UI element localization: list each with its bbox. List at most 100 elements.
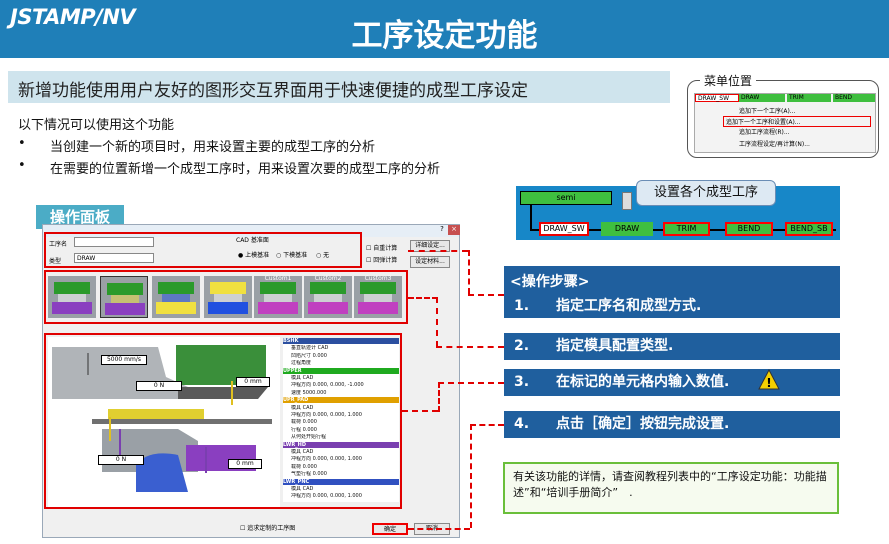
type-label: 类型	[49, 258, 62, 265]
die-cross-section: 5000 mm/s 0 N 0 mm 0 N 0 mm	[48, 337, 280, 507]
connector-line	[468, 250, 470, 294]
stage-draw-sw[interactable]: DRAW_SW	[539, 222, 589, 236]
cad-label: CAD 基准面	[236, 237, 269, 244]
step-1: 1.指定工序名和成型方式.	[514, 298, 702, 314]
process-name-input[interactable]	[74, 237, 154, 247]
intro-lead: 以下情况可以使用这个功能	[18, 118, 175, 133]
bullet-2: 在需要的位置新增一个成型工序时，用来设置次要的成型工序的分析	[50, 162, 441, 177]
param-row[interactable]: 从何处开始行程	[291, 434, 327, 441]
param-row[interactable]: 载荷 0.000	[291, 419, 317, 426]
menu-item[interactable]: 追加工序流程(R)...	[739, 129, 790, 136]
header-banner: JSTAMP/NV 工序设定功能	[0, 0, 889, 58]
menu-strip-cell: BEND	[833, 94, 875, 102]
connector-line	[402, 410, 438, 412]
stage-bend-sb[interactable]: BEND_SB	[785, 222, 833, 236]
process-icon	[622, 192, 632, 210]
param-row[interactable]: 过程角度	[291, 360, 312, 367]
radio-lower[interactable]: ○ 下模基准	[276, 252, 308, 259]
lower-force-input[interactable]: 0 N	[98, 455, 144, 465]
frame-values	[44, 333, 402, 509]
param-group-header: UPR_PAD	[283, 397, 399, 404]
param-row[interactable]: 垂直轨迹计 CAD	[291, 345, 329, 352]
speed-input[interactable]: 5000 mm/s	[101, 355, 147, 365]
upper-gap-input[interactable]: 0 mm	[236, 377, 270, 387]
lower-punch-shape	[136, 453, 188, 492]
param-row[interactable]: 速度 5000.000	[291, 389, 327, 396]
dialog-titlebar	[43, 225, 459, 237]
bullet-marker: •	[18, 158, 26, 173]
info-note: 有关该功能的详情，请查阅教程列表中的“工序设定功能：功能描述”和“培训手册简介”…	[503, 462, 839, 514]
step-2: 2.指定模具配置类型.	[504, 333, 840, 360]
step-3: 3.在标记的单元格内输入数值.	[504, 369, 840, 396]
ok-button[interactable]: 确定	[372, 523, 408, 535]
connector-line	[436, 297, 438, 347]
stage-bend[interactable]: BEND	[725, 222, 773, 236]
connector-line	[470, 424, 504, 426]
param-row[interactable]: 冲程方向 0.000, 0.000, -1.000	[291, 382, 364, 389]
die-type-option[interactable]	[48, 276, 96, 318]
process-name-label: 工序名	[49, 241, 68, 248]
menu-screenshot: DRAW_SW DRAW TRIM BEND 追加下一个工序(A)... 追加下…	[694, 93, 876, 153]
subtitle-text: 新增功能使用用户友好的图形交互界面用于快速便捷的成型工序设定	[18, 81, 528, 101]
param-row[interactable]: 行程 0.000	[291, 426, 317, 433]
param-group-header: UPPER	[283, 367, 399, 374]
bullet-1: 当创建一个新的项目时，用来设置主要的成型工序的分析	[50, 140, 376, 155]
param-group-header: LWR_HD	[283, 441, 399, 448]
custom-diagram-checkbox[interactable]: ☐ 追求定制的工序图	[240, 525, 296, 532]
menu-item[interactable]: 工序流程设定/再计算(N)...	[739, 141, 810, 148]
param-row[interactable]: 模具 CAD	[291, 404, 314, 411]
param-row[interactable]: 模具 CAD	[291, 375, 314, 381]
connector-line	[438, 382, 440, 412]
checkbox-gravity[interactable]: ☐ 自重计算	[366, 245, 398, 252]
connector-line	[436, 346, 504, 348]
page-title: 工序设定功能	[351, 18, 538, 54]
param-row[interactable]: 凹陷尺寸 0.000	[291, 352, 327, 359]
die-type-option-selected[interactable]	[100, 276, 148, 318]
param-row[interactable]: 冲程方向 0.000, 0.000, 1.000	[291, 493, 362, 500]
param-row[interactable]: 冲程方向 0.000, 0.000, 1.000	[291, 412, 362, 418]
warning-icon: !	[758, 368, 780, 391]
frame-die-types	[44, 270, 408, 324]
close-icon[interactable]: ×	[448, 225, 460, 235]
param-row[interactable]: 模具 CAD	[291, 449, 314, 455]
die-type-option[interactable]	[204, 276, 252, 318]
subtitle-bar: 新增功能使用用户友好的图形交互界面用于快速便捷的成型工序设定	[8, 71, 670, 103]
menu-strip-cell: DRAW	[739, 94, 785, 102]
radio-upper[interactable]: ● 上模基准	[238, 252, 270, 259]
step-4: 4.点击［确定］按钮完成设置.	[504, 411, 840, 438]
menu-item-highlighted[interactable]: 追加下一个工序和设置(A)...	[723, 116, 871, 127]
help-icon[interactable]: ?	[440, 225, 444, 233]
steps-panel: <操作步骤>	[504, 266, 840, 318]
die-type-option[interactable]	[152, 276, 200, 318]
upper-force-input[interactable]: 0 N	[136, 381, 182, 391]
menu-strip-cell: TRIM	[787, 94, 831, 102]
material-settings-button[interactable]: 设定材料...	[410, 256, 450, 268]
blank-sheet	[92, 419, 272, 424]
process-callout: 设置各个成型工序	[636, 180, 776, 206]
param-row[interactable]: 气垫行程 0.000	[291, 471, 327, 478]
connector-line	[408, 297, 438, 299]
svg-text:!: !	[766, 376, 771, 390]
stage-draw[interactable]: DRAW	[601, 222, 653, 236]
bullet-marker: •	[18, 136, 26, 151]
param-group-header: BSHK	[283, 338, 399, 344]
binder-shape	[178, 387, 268, 399]
param-row[interactable]: 冲程方向 0.000, 0.000, 1.000	[291, 456, 362, 463]
connector-line	[408, 250, 468, 252]
stage-trim[interactable]: TRIM	[663, 222, 710, 236]
param-group-header: LWR_PNC	[283, 478, 399, 485]
menu-item[interactable]: 追加下一个工序(A)...	[739, 108, 796, 115]
type-select[interactable]: DRAW	[74, 253, 154, 263]
radio-none[interactable]: ○ 无	[316, 252, 330, 259]
die-type-custom3[interactable]: Custom3	[354, 275, 402, 318]
param-row[interactable]: 模具 CAD	[291, 486, 314, 492]
die-type-custom2[interactable]: Custom2	[304, 275, 352, 318]
checkbox-springback[interactable]: ☐ 回弹计算	[366, 257, 398, 264]
die-type-custom1[interactable]: Custom1	[254, 275, 302, 318]
param-row[interactable]: 载荷 0.000	[291, 463, 317, 470]
lower-gap-input[interactable]: 0 mm	[228, 459, 262, 469]
pad-shape	[108, 409, 204, 419]
connector-line	[470, 424, 472, 528]
frame-name-type	[44, 232, 362, 268]
